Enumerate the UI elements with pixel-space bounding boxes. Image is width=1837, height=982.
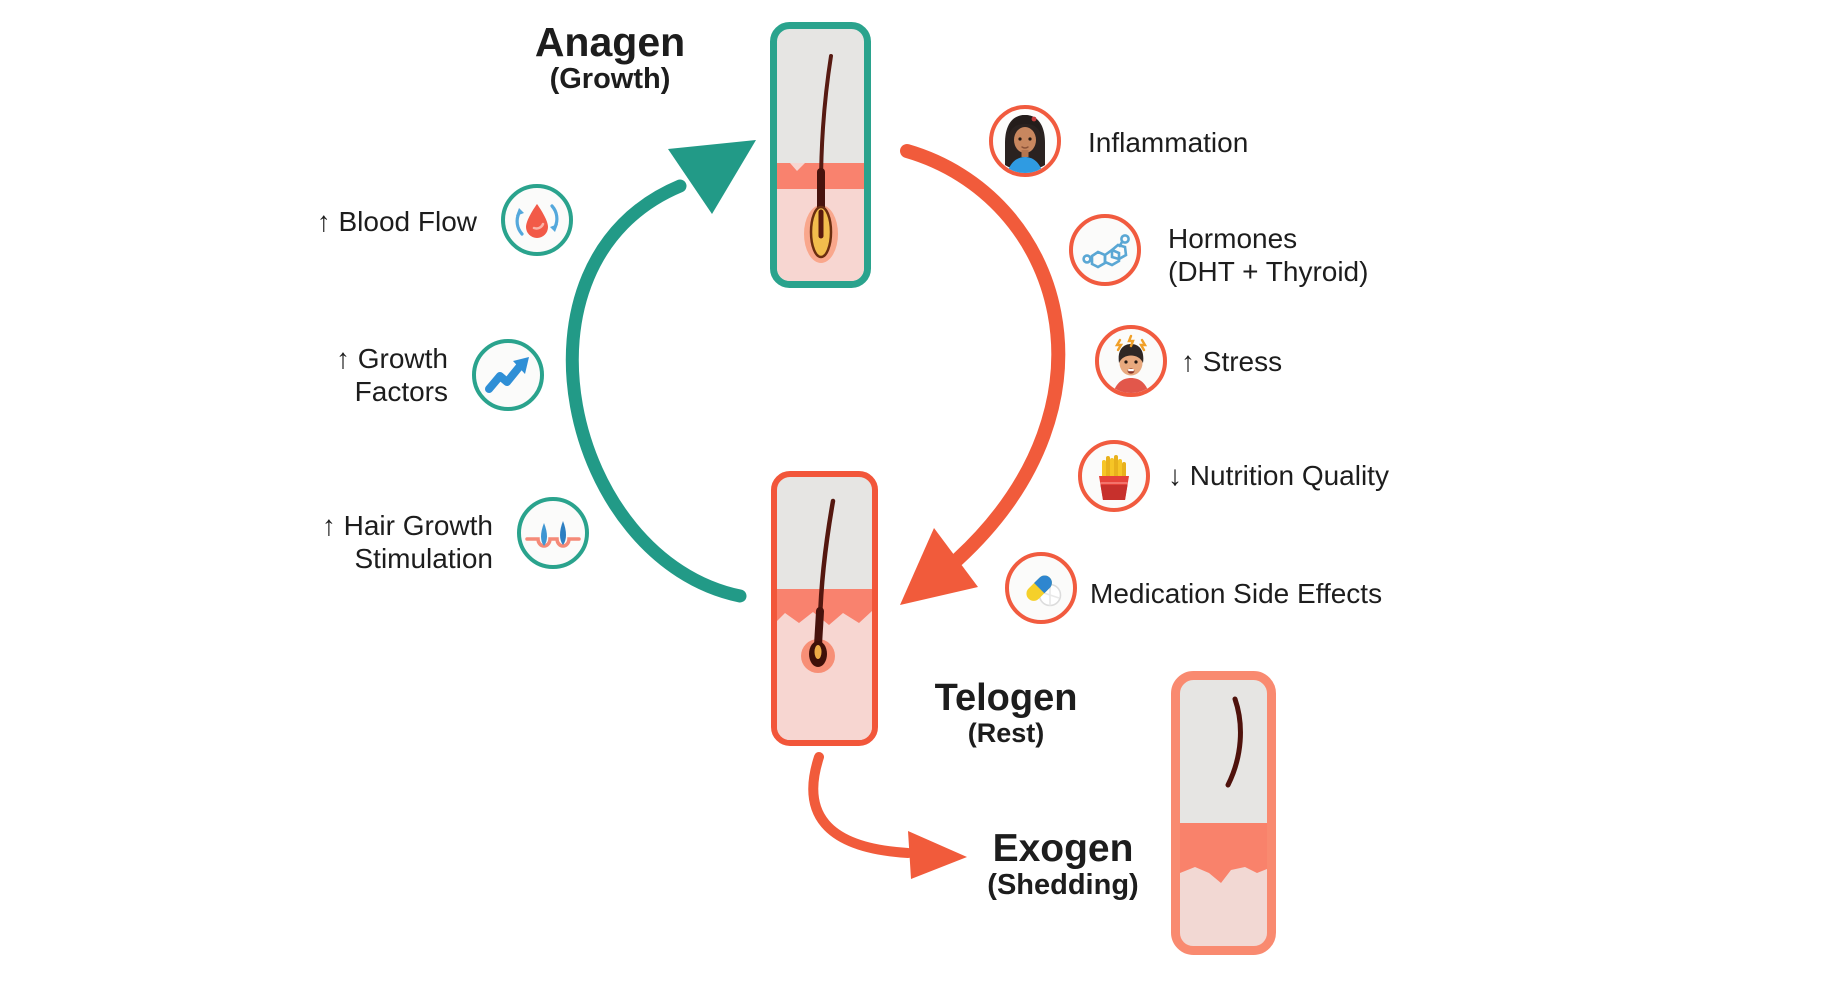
growth-arc — [565, 179, 747, 603]
decline-arc — [900, 144, 1066, 566]
anagen-title: Anagen (Growth) — [460, 20, 760, 96]
rising-chart-icon — [472, 339, 544, 411]
hormones-text-line1: Hormones — [1168, 223, 1298, 254]
inflammation-text: Inflammation — [1088, 127, 1249, 158]
french-fries-icon — [1078, 440, 1150, 512]
anagen-follicle-illustration — [777, 54, 864, 281]
growth-arrowhead-icon — [668, 140, 756, 214]
blood-flow-label: ↑ Blood Flow — [240, 205, 477, 238]
anagen-follicle-card — [770, 22, 871, 288]
telogen-follicle-card — [771, 471, 878, 746]
exogen-follicle-card — [1171, 671, 1276, 955]
hair-growth-text-line1: ↑ Hair Growth — [321, 510, 493, 541]
shedding-arrow — [808, 752, 913, 858]
exogen-title-text: Exogen — [992, 827, 1134, 870]
telogen-follicle-illustration — [777, 498, 872, 740]
nutrition-quality-text: ↓ Nutrition Quality — [1168, 460, 1389, 491]
pills-icon — [1005, 552, 1077, 624]
hormones-text-line2: (DHT + Thyroid) — [1168, 256, 1369, 288]
growth-factors-text-line2: Factors — [354, 376, 448, 408]
medication-side-effects-label: Medication Side Effects — [1090, 577, 1382, 610]
hair-growth-stimulation-label: ↑ Hair Growth Stimulation — [280, 509, 493, 575]
follicle-stimulation-icon — [517, 497, 589, 569]
growth-factors-label: ↑ Growth Factors — [280, 342, 448, 408]
telogen-title-text: Telogen — [934, 677, 1078, 719]
hormone-molecule-icon — [1069, 214, 1141, 286]
hair-growth-text-line2: Stimulation — [354, 543, 493, 575]
decline-arrowhead-icon — [900, 528, 978, 605]
stress-label: ↑ Stress — [1181, 345, 1282, 378]
hormones-label: Hormones (DHT + Thyroid) — [1168, 222, 1368, 288]
exogen-title: Exogen (Shedding) — [938, 827, 1188, 902]
blood-flow-cycle-icon — [501, 184, 573, 256]
exogen-follicle-illustration — [1180, 696, 1267, 946]
exogen-subtitle-text: (Shedding) — [987, 869, 1139, 902]
telogen-title: Telogen (Rest) — [881, 677, 1131, 749]
telogen-subtitle-text: (Rest) — [967, 718, 1045, 749]
anagen-subtitle-text: (Growth) — [549, 63, 671, 96]
blood-flow-text: ↑ Blood Flow — [316, 206, 477, 237]
stressed-man-icon — [1095, 325, 1167, 397]
medication-side-effects-text: Medication Side Effects — [1090, 578, 1383, 609]
shedding-arrowhead-icon — [908, 831, 967, 879]
woman-face-icon — [989, 105, 1061, 177]
stress-text: ↑ Stress — [1181, 346, 1283, 377]
anagen-title-text: Anagen — [534, 19, 686, 65]
inflammation-label: Inflammation — [1088, 126, 1248, 159]
nutrition-quality-label: ↓ Nutrition Quality — [1168, 459, 1389, 492]
growth-factors-text-line1: ↑ Growth — [335, 343, 448, 374]
